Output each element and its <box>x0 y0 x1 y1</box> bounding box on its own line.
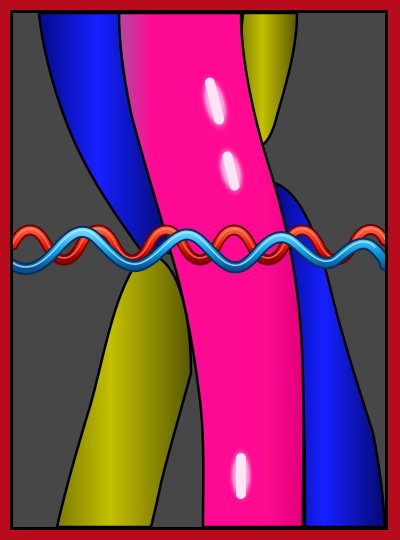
abstract-ribbons-artwork <box>13 13 385 527</box>
magenta-ribbon <box>117 13 305 527</box>
highlight-2-core <box>222 151 240 191</box>
highlight-3-core <box>236 453 246 499</box>
red-wave-shine <box>13 227 385 259</box>
cyan-wave-body <box>13 227 385 273</box>
red-wave-body <box>13 226 385 264</box>
olive-ribbon-bottom <box>55 251 193 527</box>
artwork-canvas <box>10 10 388 530</box>
highlight-1-core <box>204 77 225 125</box>
cyan-wave-shine <box>13 228 376 268</box>
